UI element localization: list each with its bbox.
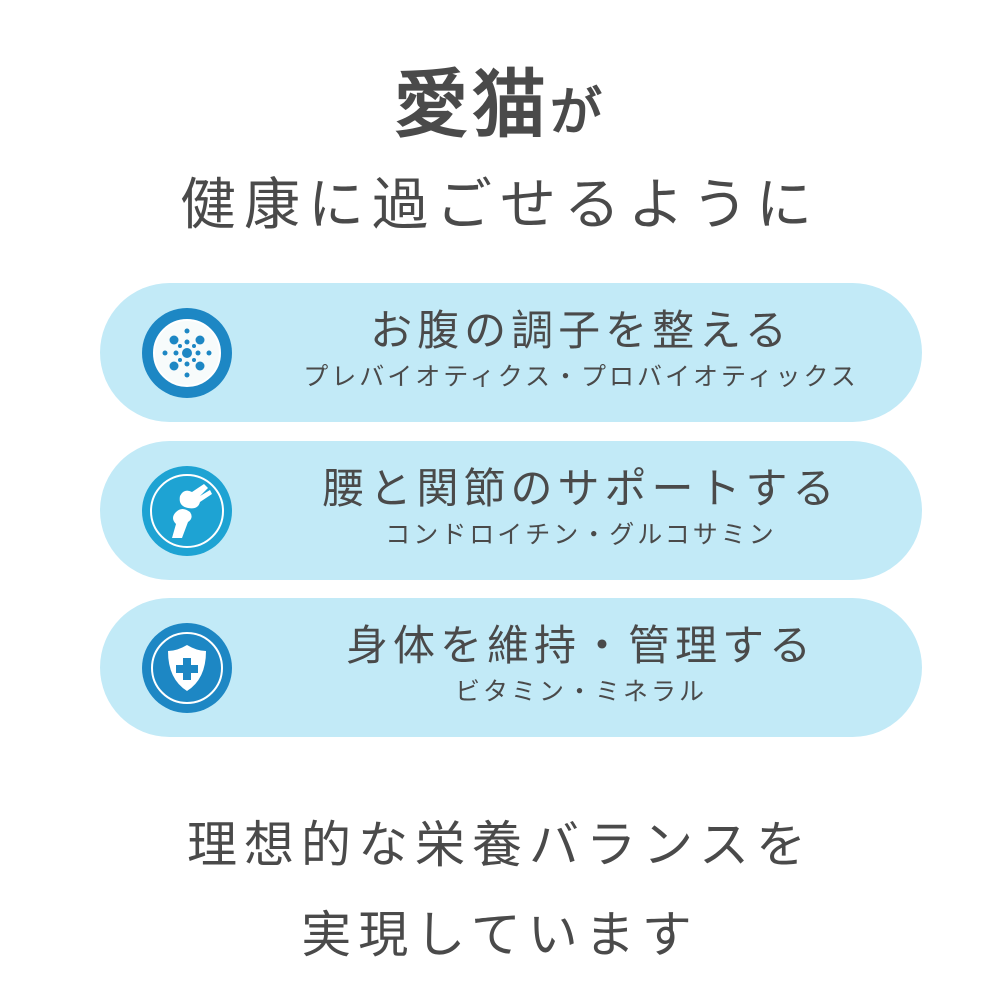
heading-line1: 愛猫が [0, 45, 1000, 152]
card-title: お腹の調子を整える [370, 306, 792, 355]
heading-main: 愛猫 [393, 62, 550, 148]
heading-line2: 健康に過ごせるように [180, 173, 820, 238]
feature-card-digestion: お腹の調子を整えるプレバイオティクス・プロバイオティックス [100, 283, 922, 422]
joint-icon [142, 466, 232, 556]
card-subtitle: プレバイオティクス・プロバイオティックス [303, 362, 859, 391]
footer-line2: 実現しています [301, 906, 699, 964]
feature-card-joints: 腰と関節のサポートするコンドロイチン・グルコサミン [100, 441, 922, 580]
heading-suffix: が [549, 83, 606, 143]
shield-plus-icon [142, 623, 232, 713]
card-title: 腰と関節のサポートする [322, 464, 840, 513]
card-title: 身体を維持・管理する [345, 621, 816, 670]
feature-card-body: 身体を維持・管理するビタミン・ミネラル [100, 598, 922, 737]
card-subtitle: ビタミン・ミネラル [454, 677, 707, 706]
footer-line1: 理想的な栄養バランスを [187, 816, 813, 874]
card-subtitle: コンドロイチン・グルコサミン [385, 520, 777, 549]
probiotics-icon [142, 308, 232, 398]
